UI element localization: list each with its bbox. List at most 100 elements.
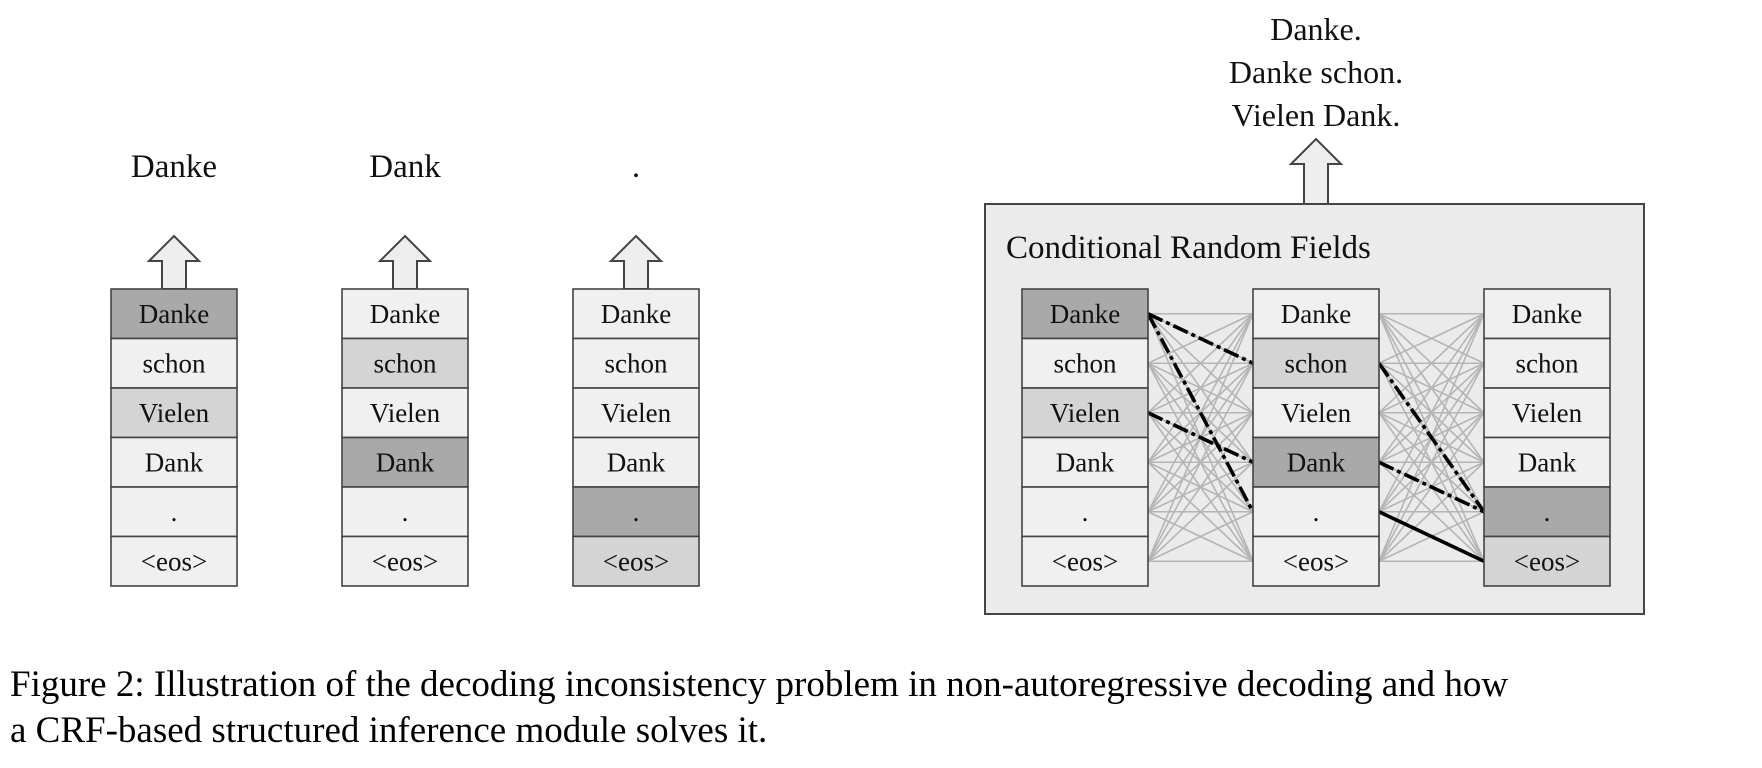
- token-label: Dank: [145, 447, 204, 477]
- token-label: <eos>: [1283, 546, 1349, 576]
- token-label: <eos>: [603, 546, 669, 576]
- token-cell: [1252, 288, 1380, 340]
- token-label: .: [1082, 497, 1089, 527]
- token-cell: [110, 535, 238, 587]
- transition-edge: [1378, 313, 1485, 414]
- token-cell: [1483, 436, 1611, 488]
- token-cell: [341, 337, 469, 389]
- independent-decoding-panel: DankeDankeschonVielenDank.<eos>DankDanke…: [110, 149, 700, 587]
- token-cell: [572, 337, 700, 389]
- transition-edge: [1147, 362, 1254, 562]
- token-cell: [1252, 486, 1380, 538]
- token-label: Danke: [601, 299, 671, 329]
- token-cell: [1021, 486, 1149, 538]
- highlighted-transition: [1147, 411, 1254, 464]
- output-word: Dank: [369, 149, 441, 185]
- token-label: Dank: [376, 447, 435, 477]
- token-cell: [572, 436, 700, 488]
- highlighted-transition: [1378, 510, 1485, 563]
- transition-edge: [1378, 461, 1485, 562]
- token-label: Dank: [1518, 447, 1577, 477]
- token-label: Danke: [1512, 299, 1582, 329]
- transition-edge: [1147, 412, 1254, 562]
- token-cell: [1483, 387, 1611, 439]
- crf-output-line: Danke.: [1270, 11, 1362, 47]
- decoding-diagram: DankeDankeschonVielenDank.<eos>DankDanke…: [110, 11, 1645, 615]
- token-cell: [1021, 337, 1149, 389]
- token-label: Danke: [139, 299, 209, 329]
- token-label: Danke: [1281, 299, 1351, 329]
- token-label: Dank: [607, 447, 666, 477]
- token-cell: [1252, 337, 1380, 389]
- crf-output-line: Danke schon.: [1229, 54, 1403, 90]
- transition-edge: [1378, 313, 1485, 463]
- token-label: Dank: [1287, 447, 1346, 477]
- highlighted-transition: [1147, 312, 1254, 365]
- token-cell: [572, 486, 700, 538]
- token-label: Danke: [1050, 299, 1120, 329]
- crf-output-line: Vielen Dank.: [1232, 97, 1401, 133]
- token-label: Vielen: [370, 398, 441, 428]
- token-label: .: [402, 497, 409, 527]
- token-label: Vielen: [139, 398, 210, 428]
- token-label: .: [171, 497, 178, 527]
- up-arrow-icon: [146, 234, 202, 290]
- token-cell: [110, 436, 238, 488]
- token-label: <eos>: [372, 546, 438, 576]
- token-label: <eos>: [141, 546, 207, 576]
- crf-title: Conditional Random Fields: [1006, 230, 1371, 266]
- highlighted-transition: [1146, 312, 1255, 513]
- token-cell: [1021, 535, 1149, 587]
- token-cell: [1252, 436, 1380, 488]
- token-label: schon: [1054, 348, 1117, 378]
- token-cell: [341, 486, 469, 538]
- token-cell: [110, 288, 238, 340]
- output-word: Danke: [131, 149, 217, 185]
- token-label: schon: [143, 348, 206, 378]
- token-cell: [1483, 535, 1611, 587]
- token-cell: [341, 535, 469, 587]
- token-label: <eos>: [1052, 546, 1118, 576]
- token-cell: [1483, 337, 1611, 389]
- transition-edge: [1147, 313, 1254, 463]
- figure-caption: Figure 2: Illustration of the decoding i…: [10, 662, 1755, 754]
- token-label: Vielen: [601, 398, 672, 428]
- transition-edge: [1378, 313, 1485, 513]
- up-arrow-icon: [1288, 137, 1344, 205]
- transition-edge: [1378, 313, 1485, 364]
- token-cell: [1252, 387, 1380, 439]
- token-label: Vielen: [1281, 398, 1352, 428]
- transition-edge: [1147, 461, 1254, 562]
- token-label: .: [1544, 497, 1551, 527]
- caption-line-1: Figure 2: Illustration of the decoding i…: [10, 664, 1509, 705]
- token-label: <eos>: [1514, 546, 1580, 576]
- token-cell: [341, 436, 469, 488]
- transition-edge: [1147, 313, 1254, 414]
- token-label: Dank: [1056, 447, 1115, 477]
- token-label: schon: [374, 348, 437, 378]
- token-label: Vielen: [1512, 398, 1583, 428]
- output-word: .: [632, 149, 640, 185]
- token-label: schon: [1516, 348, 1579, 378]
- token-label: schon: [1285, 348, 1348, 378]
- token-label: Vielen: [1050, 398, 1121, 428]
- transition-edge: [1378, 362, 1485, 562]
- caption-line-2: a CRF-based structured inference module …: [10, 710, 768, 751]
- token-cell: [110, 337, 238, 389]
- token-label: .: [1313, 497, 1320, 527]
- token-cell: [1252, 535, 1380, 587]
- up-arrow-icon: [377, 234, 433, 290]
- token-label: Danke: [370, 299, 440, 329]
- highlighted-transition: [1377, 362, 1486, 513]
- transition-edge: [1147, 511, 1254, 562]
- token-cell: [572, 535, 700, 587]
- token-cell: [1021, 387, 1149, 439]
- token-cell: [1021, 436, 1149, 488]
